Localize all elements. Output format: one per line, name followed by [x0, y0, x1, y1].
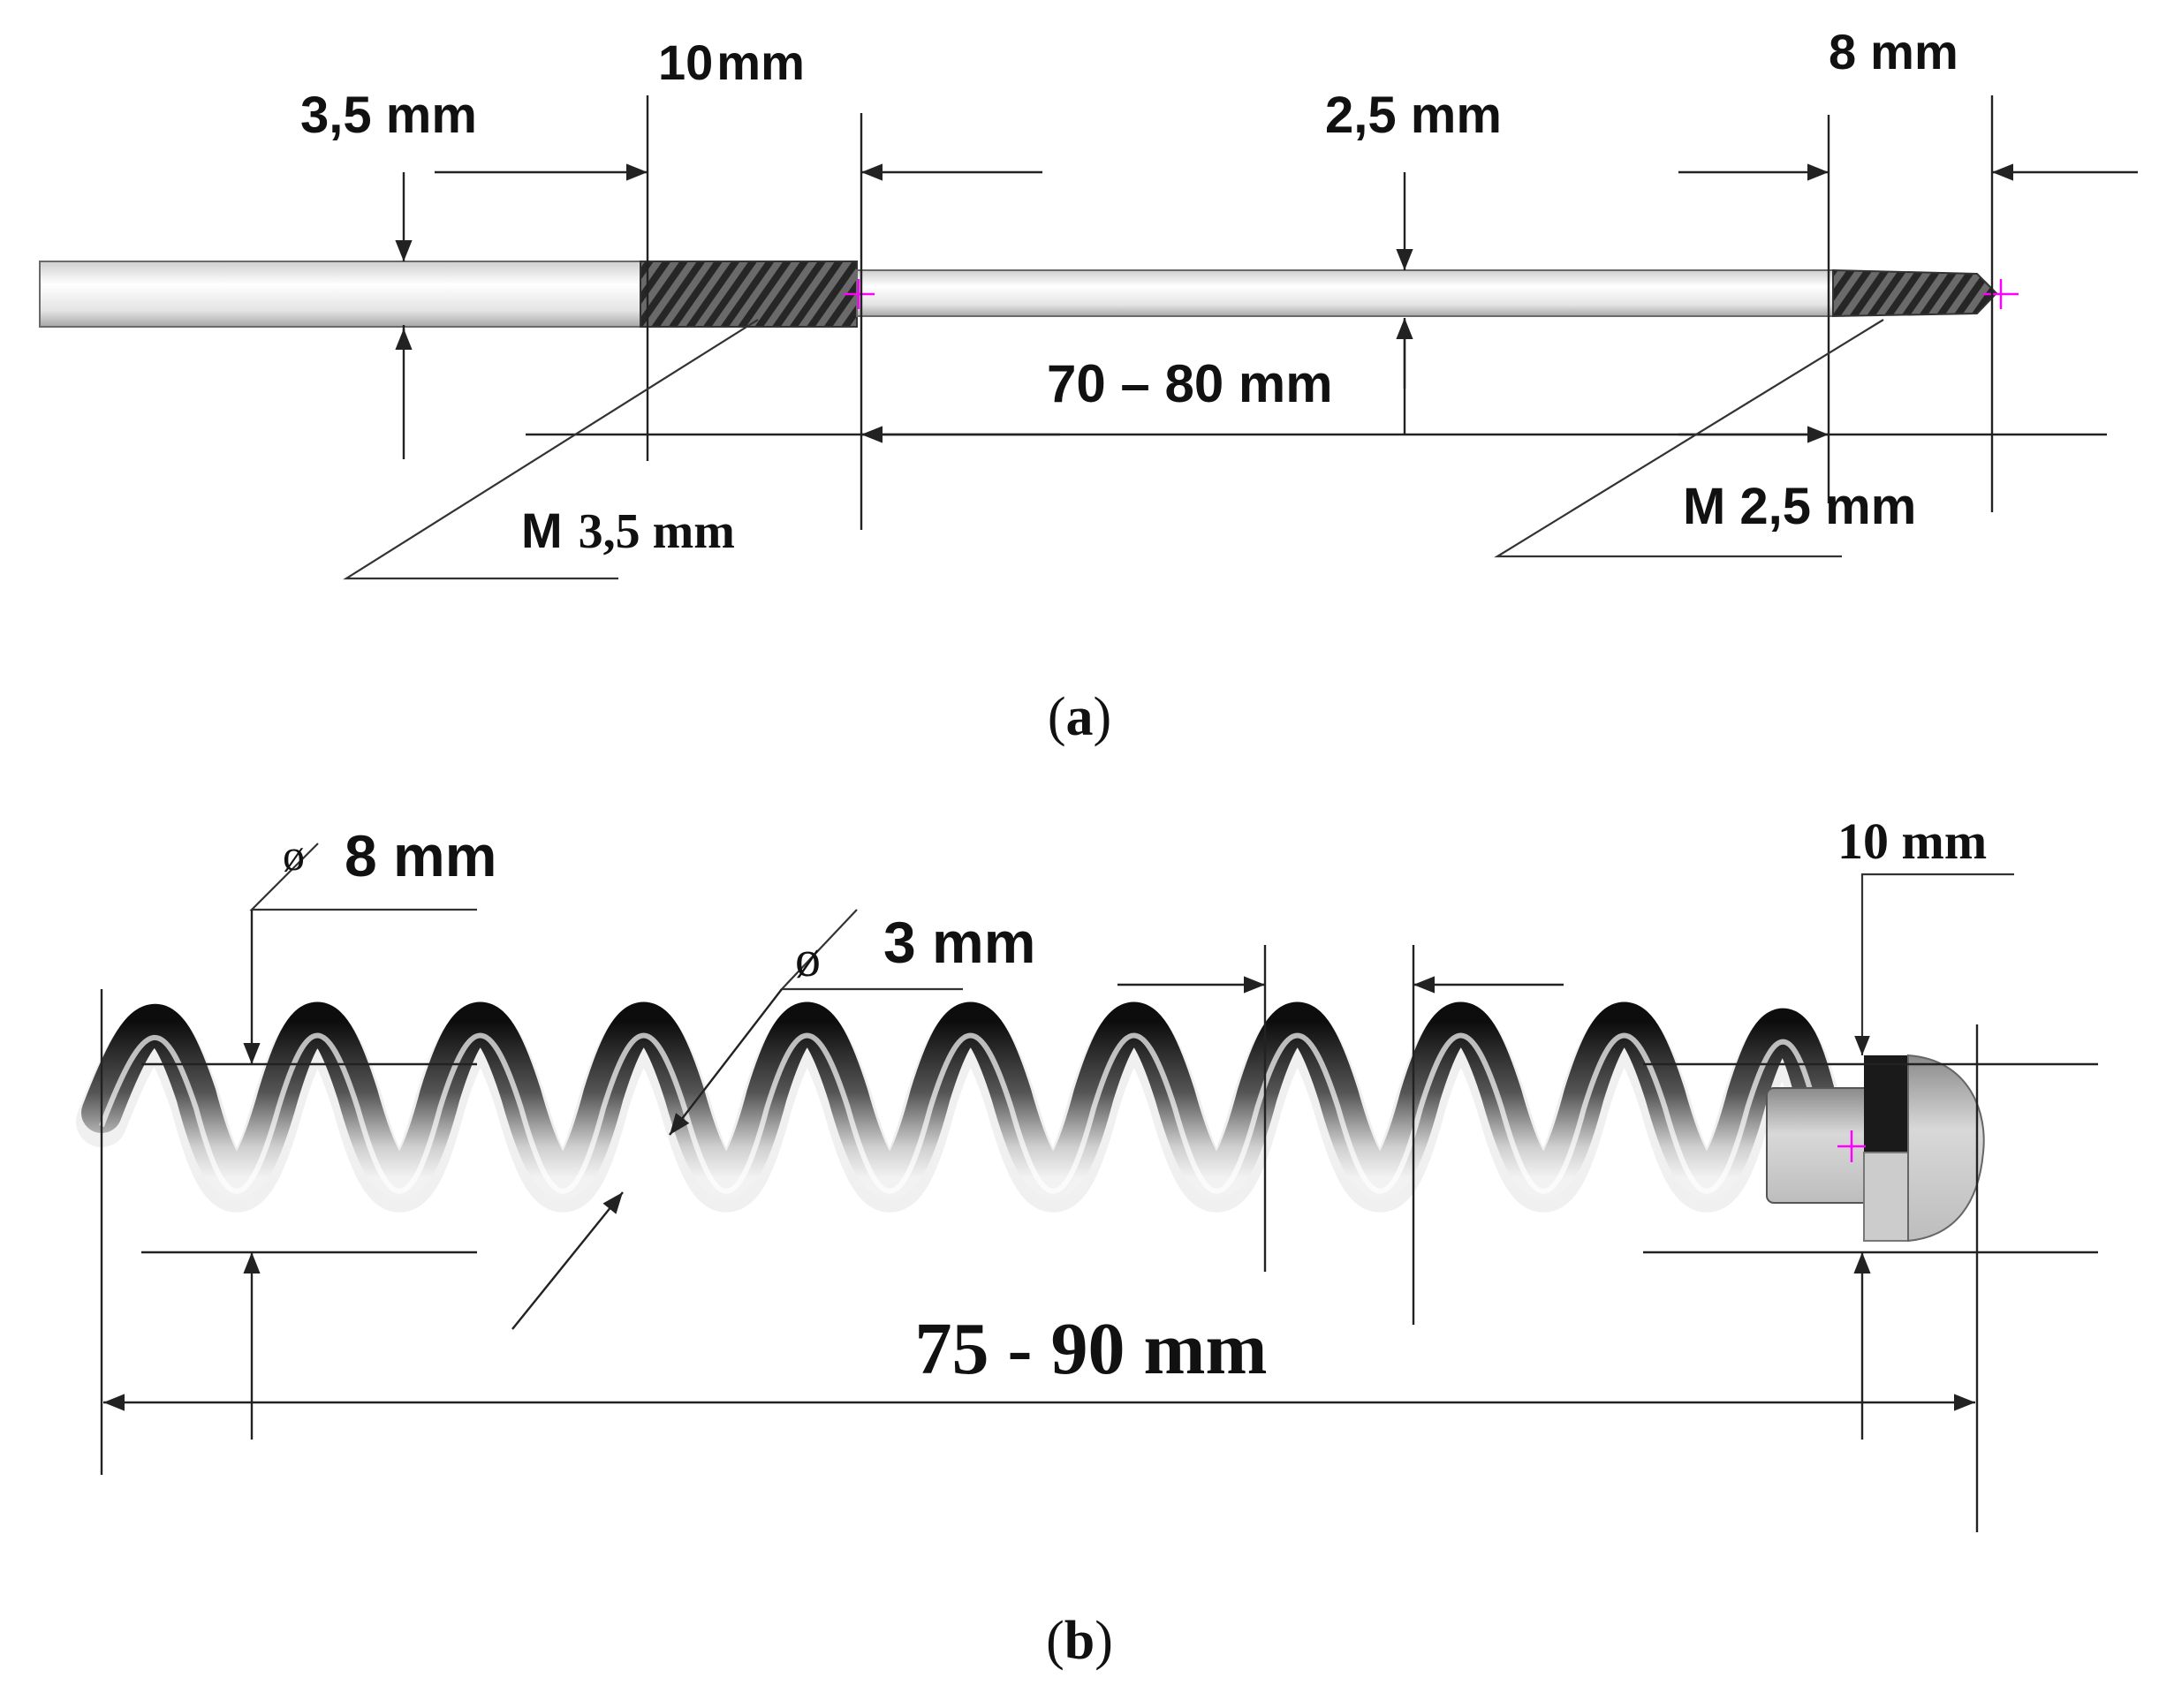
rod-thick-section — [39, 261, 641, 328]
caption-b: (b) — [1046, 1611, 1113, 1671]
cap-light-block — [1863, 1152, 1909, 1242]
figure-b: ø 8 mm ø 3 mm 10 mm 75 - 90 mm (b) — [76, 812, 2098, 1671]
coil-body — [81, 1002, 1849, 1198]
dim-arrow-wire-top — [669, 988, 783, 1136]
thread-tip-section — [1832, 268, 1998, 318]
dim-arrow-wire-bottom — [511, 1191, 624, 1330]
center-marker-left — [844, 279, 875, 309]
coil-highlight — [99, 1032, 1831, 1194]
cap-dome — [1907, 1054, 1985, 1243]
thread-left-section — [640, 261, 858, 328]
leader-right-thread — [1494, 319, 1884, 558]
center-marker-tip — [1983, 279, 2019, 309]
label-cap-length: 10 mm — [1837, 812, 1987, 870]
center-marker-cap — [1837, 1130, 1866, 1162]
label-outer-diameter: 8 mm — [345, 823, 496, 888]
cap-dark-block — [1864, 1055, 1908, 1153]
label-wire-symbol: ø — [795, 930, 821, 987]
caption-a: (a) — [1048, 687, 1111, 747]
label-rod-diameter: 3,5 mm — [300, 87, 477, 144]
label-od-symbol: ø — [283, 830, 305, 880]
label-wire-diameter: 3 mm — [883, 910, 1035, 975]
label-total-length: 75 - 90 mm — [915, 1308, 1268, 1390]
label-thread-left-length: 10mm — [658, 34, 805, 90]
leader-left-thread — [343, 319, 759, 580]
end-cap — [1766, 1054, 1985, 1243]
label-right-thread-spec: M 2,5 mm — [1683, 478, 1916, 535]
helical-coil — [76, 1002, 1854, 1213]
leader-cap-length — [1854, 873, 2014, 1055]
label-shaft-diameter: 2,5 mm — [1325, 87, 1502, 144]
rod-thin-shaft — [856, 269, 1834, 317]
label-shaft-length: 70 – 80 mm — [1047, 354, 1333, 413]
